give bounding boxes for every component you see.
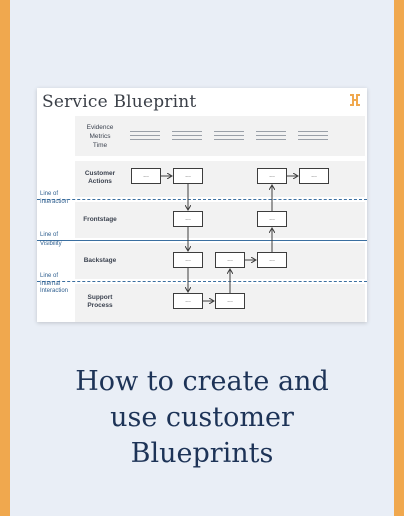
visibility-line-label-2: Visibility [40, 241, 62, 247]
evidence-lane: Evidence Metrics Time [75, 116, 365, 156]
backstage-box-3: ... [257, 252, 287, 268]
visibility-line-label-1: Line of [40, 232, 59, 238]
headline-line-3: Blueprints [130, 438, 274, 469]
blueprint-card: Service Blueprint Evidence Metrics Time … [37, 88, 367, 322]
customer-action-box-2: ... [173, 168, 203, 184]
support-process-label-line2: Process [87, 302, 113, 309]
customer-action-box-4: ... [299, 168, 329, 184]
bracket-logo-icon [350, 94, 360, 106]
support-box-2: ... [215, 293, 245, 309]
evidence-lines [214, 131, 244, 143]
metrics-label: Metrics [89, 133, 111, 140]
frontstage-box-2: ... [257, 211, 287, 227]
interaction-line-label-2: Interaction [40, 199, 69, 205]
card-title: Service Blueprint [42, 92, 197, 112]
left-frame-bar [0, 0, 10, 516]
line-of-visibility [37, 240, 367, 241]
evidence-lines [130, 131, 160, 143]
customer-actions-label-line1: Customer [84, 170, 116, 177]
support-box-1: ... [173, 293, 203, 309]
evidence-label: Evidence [86, 124, 114, 131]
customer-action-box-1: ... [131, 168, 161, 184]
frontstage-box-1: ... [173, 211, 203, 227]
customer-actions-label-line2: Actions [88, 178, 112, 185]
headline-line-2: use customer [110, 402, 294, 433]
evidence-lines [172, 131, 202, 143]
backstage-box-1: ... [173, 252, 203, 268]
right-frame-bar [394, 0, 404, 516]
interaction-line-label-1: Line of [40, 191, 59, 197]
evidence-lines [256, 131, 286, 143]
backstage-box-2: ... [215, 252, 245, 268]
internal-line-label-2: Internal [40, 281, 61, 287]
internal-line-label-3: Interaction [40, 288, 69, 294]
customer-action-box-3: ... [257, 168, 287, 184]
line-of-internal-interaction [37, 281, 367, 282]
evidence-lines [298, 131, 328, 143]
headline: How to create and use customer Blueprint… [0, 364, 404, 472]
backstage-label: Backstage [83, 257, 117, 264]
line-of-interaction [37, 199, 367, 200]
frontstage-lane: Frontstage [75, 202, 365, 238]
frontstage-label: Frontstage [83, 216, 117, 223]
flow-arrows [161, 88, 367, 322]
headline-line-1: How to create and [75, 366, 329, 397]
support-process-label-line1: Support [87, 294, 113, 301]
time-label: Time [92, 142, 108, 149]
internal-line-label-1: Line of [40, 273, 59, 279]
